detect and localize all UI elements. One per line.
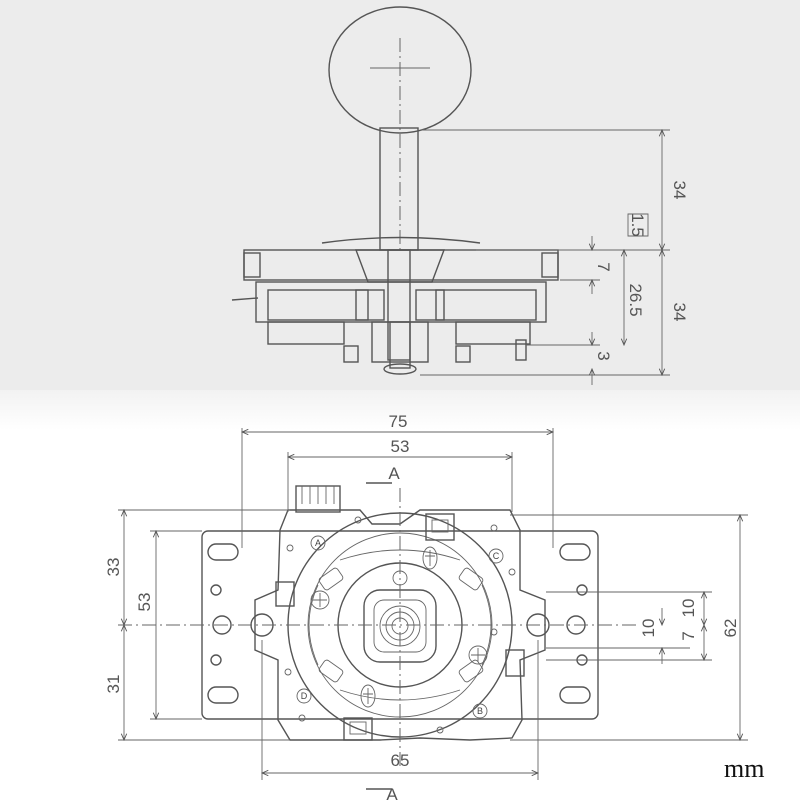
dim-offset-c: 7 (679, 631, 698, 640)
dim-bottom-clearance: 3 (594, 351, 613, 360)
shaft (379, 127, 419, 251)
top-plate (243, 249, 559, 281)
switch-label-c: C (493, 551, 500, 561)
dim-upper-half: 33 (104, 558, 123, 577)
switch-label-b: B (477, 706, 483, 716)
dim-plate-width: 75 (389, 412, 408, 431)
dim-total-height: 62 (721, 619, 740, 638)
dim-body-depth: 26.5 (626, 283, 645, 316)
housing (255, 281, 547, 323)
dim-shaft-offset: 1.5 (628, 213, 647, 237)
dim-plate-thickness: 7 (594, 262, 613, 271)
dim-stick-height: 34 (670, 181, 689, 200)
dim-lower-half: 31 (104, 675, 123, 694)
ball-top (328, 6, 472, 134)
dim-offset-b: 10 (639, 619, 658, 638)
section-mark-top: A (388, 464, 400, 483)
dim-body-height: 53 (135, 593, 154, 612)
section-mark-bottom: A (386, 785, 398, 800)
top-view (118, 428, 748, 790)
dim-offset-a: 10 (679, 599, 698, 618)
dim-hole-spacing: 65 (391, 751, 410, 770)
switch-label-d: D (301, 691, 308, 701)
dim-body-width: 53 (391, 437, 410, 456)
dim-lower-height: 34 (670, 303, 689, 322)
side-view (231, 6, 670, 385)
unit-label: mm (724, 754, 765, 783)
body-outline (254, 509, 546, 741)
switch-label-a: A (315, 538, 321, 548)
